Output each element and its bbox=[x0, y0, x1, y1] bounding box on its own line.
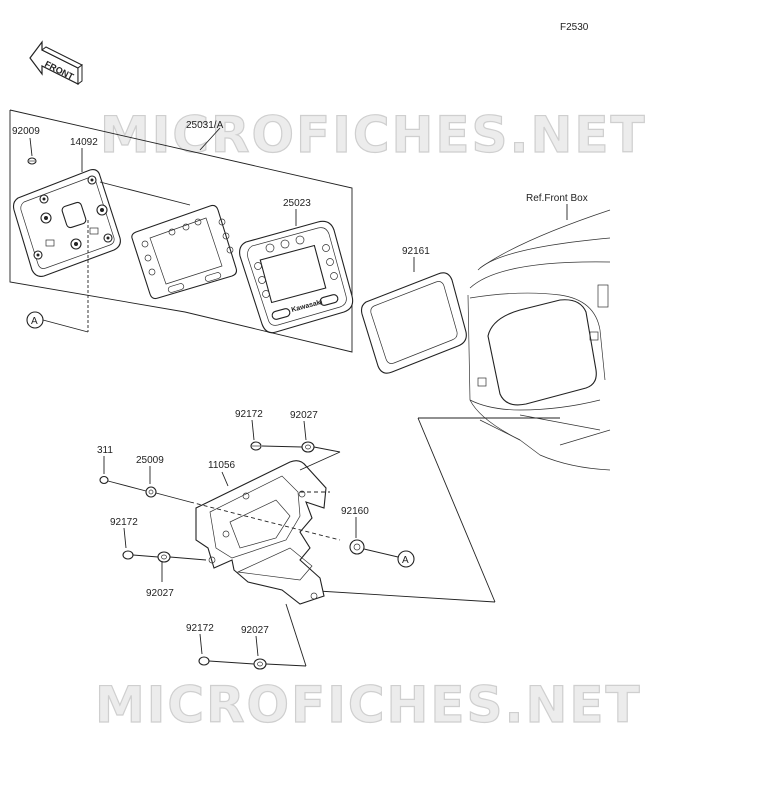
label-92161: 92161 bbox=[402, 246, 430, 257]
label-92027-left: 92027 bbox=[146, 588, 174, 599]
front-arrow-icon: FRONT bbox=[29, 40, 83, 85]
reference-label: Ref.Front Box bbox=[526, 193, 588, 204]
screw-311 bbox=[99, 475, 109, 485]
nut-92027-bottom bbox=[253, 658, 267, 670]
label-92009: 92009 bbox=[12, 126, 40, 137]
label-25031a: 25031/A bbox=[186, 120, 224, 131]
front-box-reference bbox=[467, 209, 611, 471]
label-92172-left: 92172 bbox=[110, 517, 138, 528]
bolt-92172-left bbox=[122, 550, 134, 560]
meter-internal bbox=[131, 204, 238, 300]
label-14092: 14092 bbox=[70, 137, 98, 148]
callout-a-bottom: A bbox=[397, 550, 415, 568]
nut-92027-top bbox=[301, 441, 315, 453]
bolt-92172-top bbox=[250, 441, 262, 451]
label-92160: 92160 bbox=[341, 506, 369, 517]
callout-a-top-letter: A bbox=[31, 316, 38, 327]
callout-a-bottom-letter: A bbox=[402, 555, 409, 566]
bolt-92172-bottom bbox=[198, 656, 210, 666]
watermark-bottom: MICROFICHES.NET bbox=[95, 676, 642, 734]
meter-bezel-frame bbox=[360, 272, 467, 374]
label-92027-bottom: 92027 bbox=[241, 625, 269, 636]
label-311: 311 bbox=[97, 445, 113, 456]
label-25009: 25009 bbox=[136, 455, 164, 466]
screw-92009 bbox=[27, 157, 37, 165]
watermark-top: MICROFICHES.NET bbox=[100, 106, 647, 164]
label-92172-bottom: 92172 bbox=[186, 623, 214, 634]
figure-code: F2530 bbox=[560, 22, 589, 33]
meter-front-case: Kawasaki bbox=[239, 220, 354, 334]
nut-92027-left bbox=[157, 551, 171, 563]
label-92172-top: 92172 bbox=[235, 409, 263, 420]
label-92027-top: 92027 bbox=[290, 410, 318, 421]
callout-a-top: A bbox=[26, 311, 44, 329]
meter-bracket bbox=[195, 460, 327, 605]
label-11056: 11056 bbox=[208, 460, 236, 471]
damper-92160 bbox=[349, 539, 365, 555]
meter-back-cover bbox=[12, 169, 121, 277]
grommet-25009 bbox=[145, 486, 157, 498]
label-25023: 25023 bbox=[283, 198, 311, 209]
